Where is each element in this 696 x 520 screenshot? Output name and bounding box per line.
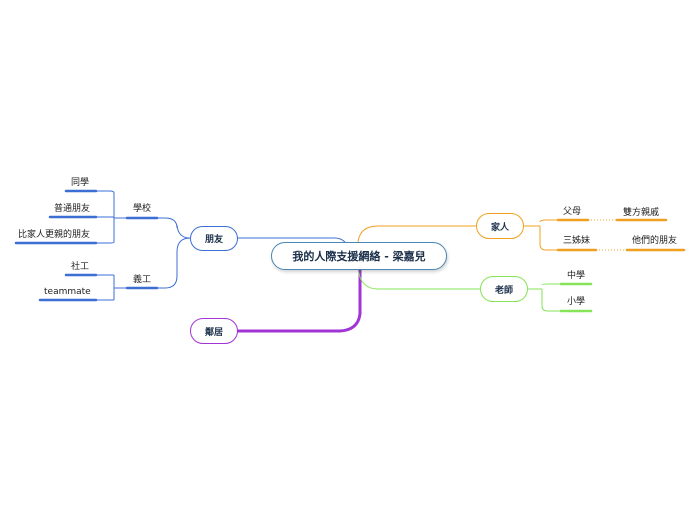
connector-central-neighbours [236, 266, 362, 333]
node-teachers[interactable]: 老師 [480, 276, 528, 302]
connector-friends-volunteer [157, 237, 191, 289]
topic-siblings[interactable]: 三姊妹 [563, 236, 591, 246]
topic-their-friends[interactable]: 他們的朋友 [632, 236, 678, 246]
topic-social-worker[interactable]: 社工 [71, 262, 90, 272]
topic-ordinary-friends[interactable]: 普通朋友 [54, 204, 91, 214]
topic-secondary-school[interactable]: 中學 [567, 271, 586, 281]
topic-relatives[interactable]: 雙方親戚 [623, 208, 660, 218]
central-topic[interactable]: 我的人際支援網絡 - 梁嘉兒 [271, 242, 447, 270]
connector-friends-school [157, 217, 191, 239]
topic-classmates[interactable]: 同學 [71, 178, 90, 188]
connector-family-parents [524, 219, 558, 251]
node-friends[interactable]: 朋友 [190, 226, 238, 251]
connector-school-children [96, 190, 127, 244]
connector-central-teachers [357, 267, 480, 290]
topic-volunteer[interactable]: 義工 [133, 275, 152, 285]
topic-teammate[interactable]: teammate [44, 287, 91, 297]
connector-central-family [357, 225, 476, 243]
topic-primary-school[interactable]: 小學 [567, 297, 586, 307]
connector-teachers-children [528, 283, 561, 312]
node-neighbours[interactable]: 鄰居 [190, 318, 238, 344]
topic-parents[interactable]: 父母 [563, 207, 582, 217]
topic-closer-than-family[interactable]: 比家人更親的朋友 [18, 230, 91, 240]
node-family[interactable]: 家人 [476, 213, 524, 239]
topic-school[interactable]: 學校 [133, 204, 152, 214]
connector-volunteer-children [96, 274, 127, 301]
